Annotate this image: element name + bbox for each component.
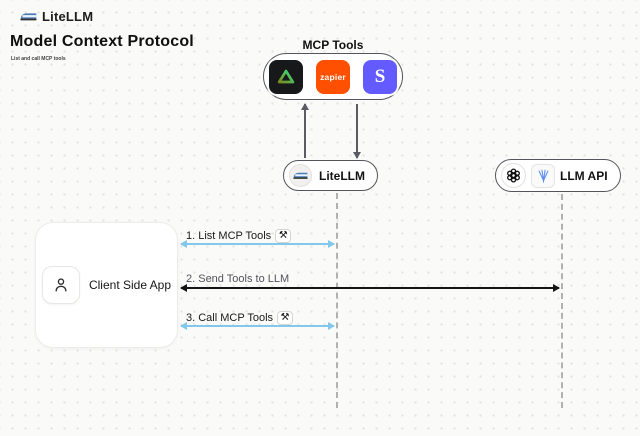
mcp-tools-node[interactable]: zapier S — [263, 53, 403, 100]
llm-api-lifeline — [561, 194, 563, 408]
brand: LiteLLM — [20, 9, 93, 24]
tools-badge-icon: ⚒ — [275, 229, 292, 243]
llm-api-node-label: LLM API — [560, 168, 608, 183]
arrowhead-left-icon — [180, 321, 187, 330]
arrowhead-right-icon — [553, 283, 560, 292]
llm-provider-feather-icon — [531, 163, 555, 188]
arrowhead-left-icon — [180, 239, 187, 248]
stripe-icon[interactable]: S — [363, 59, 397, 94]
arrow-call-mcp-tools — [180, 321, 335, 330]
litellm-train-icon — [20, 13, 37, 21]
person-icon — [41, 266, 80, 304]
litellm-lifeline — [336, 193, 338, 408]
arrowhead-left-icon — [180, 283, 187, 292]
litellm-node[interactable]: LiteLLM — [283, 160, 378, 191]
page-subtitle: List and call MCP tools — [11, 56, 66, 62]
stripe-letter: S — [374, 65, 386, 87]
llm-api-node[interactable]: LLM API — [495, 159, 621, 192]
page-title: Model Context Protocol — [10, 33, 194, 50]
zapier-wordmark: zapier — [320, 71, 346, 82]
arrow-litellm-to-mcptools — [300, 103, 309, 158]
zapier-icon[interactable]: zapier — [316, 59, 350, 94]
tools-badge-icon: ⚒ — [277, 311, 294, 325]
message-2-label: 2. Send Tools to LLM — [186, 273, 289, 285]
arrowhead-right-icon — [328, 321, 335, 330]
green-triangle-tool-icon[interactable] — [269, 59, 303, 94]
message-2-text: 2. Send Tools to LLM — [186, 273, 290, 285]
arrow-mcptools-to-litellm — [352, 104, 361, 159]
client-side-app-label: Client Side App — [88, 278, 172, 292]
litellm-train-icon — [289, 164, 312, 187]
message-1-text: 1. List MCP Tools — [186, 230, 272, 242]
client-side-app-node[interactable]: Client Side App — [35, 222, 178, 348]
mcp-tools-label: MCP Tools — [302, 38, 364, 52]
arrow-send-tools-to-llm — [180, 283, 560, 292]
arrow-list-mcp-tools — [180, 239, 335, 248]
arrowhead-right-icon — [328, 239, 335, 248]
message-3-label: 3. Call MCP Tools ⚒ — [186, 311, 294, 325]
litellm-node-label: LiteLLM — [319, 168, 365, 183]
brand-name: LiteLLM — [42, 9, 94, 24]
arrowhead-down-icon — [352, 152, 361, 159]
message-1-label: 1. List MCP Tools ⚒ — [186, 229, 292, 243]
message-3-text: 3. Call MCP Tools — [186, 312, 274, 324]
arrowhead-up-icon — [300, 103, 309, 110]
openai-icon — [501, 163, 526, 188]
